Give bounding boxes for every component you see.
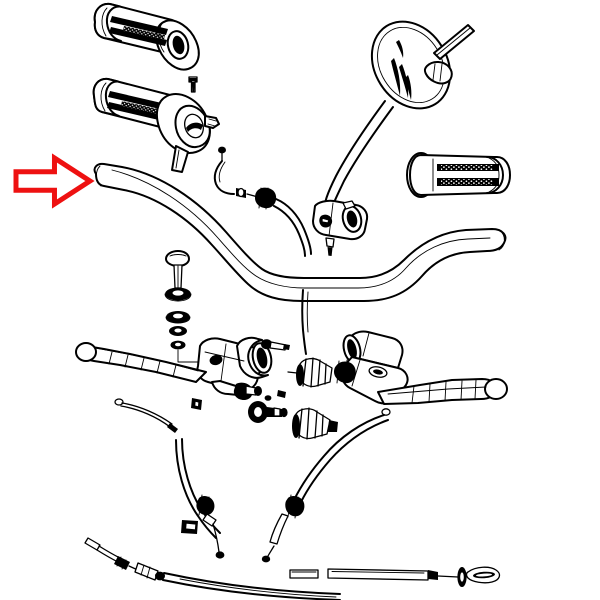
part-perch-screw-left: [261, 339, 290, 351]
part-handlebar: [93, 162, 507, 302]
part-clutch-lever-assembly: [75, 336, 290, 410]
part-mirror: [312, 20, 475, 256]
part-small-fittings-cluster: [248, 390, 338, 440]
brake-cable-boot: [296, 357, 333, 388]
part-throttle-housing-screw: [188, 76, 198, 93]
part-brake-lever-assembly: [287, 330, 508, 405]
part-cable-front-brake: [261, 408, 391, 563]
part-handlebar-bolt: [165, 250, 190, 289]
part-clip-small: [181, 520, 198, 534]
part-cable-long-bottom: [84, 537, 341, 600]
part-throttle-cable: [213, 146, 312, 355]
adjuster-fitting-left: [248, 401, 288, 423]
part-grip-upper-left: [93, 2, 200, 71]
part-throttle-grip-assembly: [92, 76, 220, 173]
part-cable-short-left: [114, 398, 178, 433]
cable-boot-center: [292, 407, 338, 440]
part-cable-end-right: [289, 566, 501, 587]
annotation-right-arrow-icon: [13, 153, 95, 209]
part-grip-right: [406, 152, 511, 198]
part-cable-clutch: [175, 438, 225, 559]
